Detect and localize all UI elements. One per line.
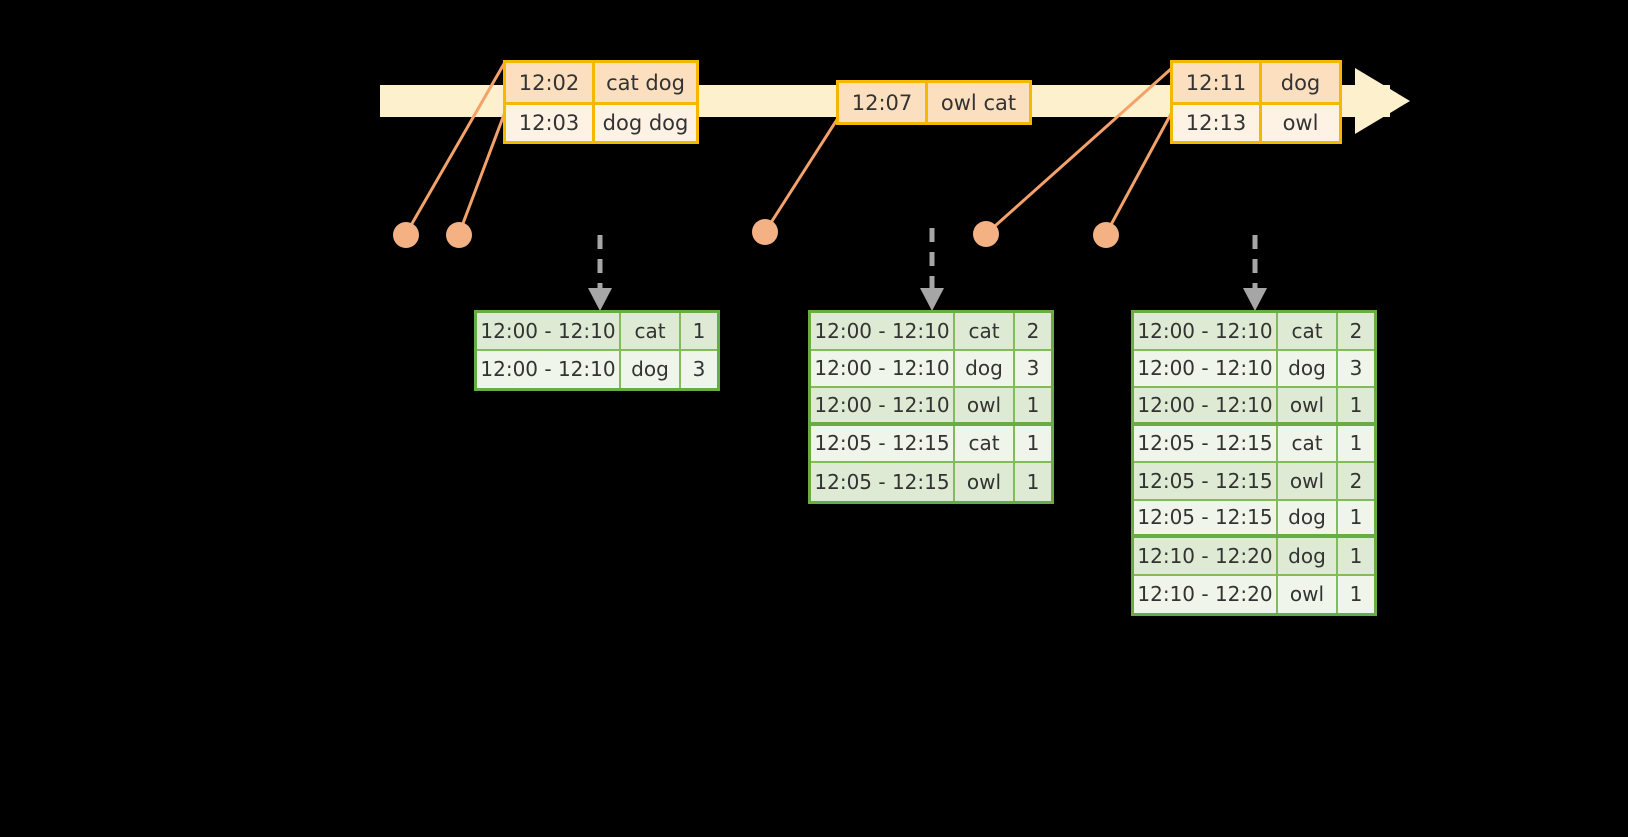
- count-cell: 1: [1338, 388, 1374, 422]
- event-words: dog: [1259, 63, 1339, 102]
- word-cell: dog: [1278, 350, 1338, 386]
- word-cell: dog: [955, 350, 1015, 386]
- word-cell: dog: [621, 350, 681, 388]
- event-group-3: 12:11 dog 12:13 owl: [1170, 60, 1342, 144]
- count-cell: 1: [1015, 388, 1051, 422]
- word-cell: dog: [1278, 538, 1338, 574]
- count-cell: 1: [1015, 425, 1051, 461]
- window-cell: 12:00 - 12:10: [811, 388, 955, 422]
- window-cell: 12:05 - 12:15: [811, 463, 955, 501]
- word-cell: cat: [1278, 313, 1338, 349]
- count-cell: 2: [1338, 313, 1374, 349]
- emit-arrowhead-1: [588, 288, 612, 311]
- count-cell: 3: [1015, 350, 1051, 386]
- table-row: 12:05 - 12:15 cat 1: [1134, 425, 1374, 463]
- window-cell: 12:00 - 12:10: [811, 313, 955, 349]
- event-words: owl: [1259, 105, 1339, 141]
- window-cell: 12:10 - 12:20: [1134, 575, 1278, 613]
- event-group-1: 12:02 cat dog 12:03 dog dog: [503, 60, 699, 144]
- event-dot-2: [446, 222, 472, 248]
- word-cell: owl: [955, 388, 1015, 422]
- event-time: 12:03: [506, 105, 592, 141]
- count-cell: 3: [681, 350, 717, 388]
- table-row: 12:00 - 12:10 owl 1: [1134, 388, 1374, 426]
- event-time: 12:13: [1173, 105, 1259, 141]
- table-row: 12:10 - 12:20 dog 1: [1134, 538, 1374, 576]
- emit-arrows: [597, 228, 1258, 288]
- table-row: 12:00 - 12:10 cat 2: [811, 313, 1051, 351]
- table-row: 12:05 - 12:15 owl 1: [811, 463, 1051, 501]
- window-cell: 12:05 - 12:15: [1134, 500, 1278, 534]
- window-cell: 12:00 - 12:10: [1134, 350, 1278, 386]
- event-row: 12:11 dog: [1173, 63, 1339, 102]
- word-cell: cat: [955, 425, 1015, 461]
- event-row: 12:07 owl cat: [839, 83, 1029, 122]
- event-row: 12:13 owl: [1173, 102, 1339, 141]
- table-row: 12:00 - 12:10 dog 3: [1134, 350, 1374, 388]
- word-cell: owl: [955, 463, 1015, 501]
- window-cell: 12:00 - 12:10: [811, 350, 955, 386]
- connector-1: [404, 61, 507, 235]
- timeline-arrowhead: [1355, 68, 1410, 134]
- window-cell: 12:00 - 12:10: [477, 350, 621, 388]
- count-cell: 1: [1338, 500, 1374, 534]
- event-dots: [393, 219, 1119, 248]
- table-row: 12:00 - 12:10 cat 1: [477, 313, 717, 351]
- result-table-3: 12:00 - 12:10 cat 2 12:00 - 12:10 dog 3 …: [1131, 310, 1377, 616]
- window-cell: 12:05 - 12:15: [811, 425, 955, 461]
- event-words: cat dog: [592, 63, 696, 102]
- emit-arrowhead-3: [1243, 288, 1267, 311]
- connector-3: [763, 117, 840, 233]
- table-row: 12:00 - 12:10 dog 3: [811, 350, 1051, 388]
- event-row: 12:03 dog dog: [506, 102, 696, 141]
- window-cell: 12:10 - 12:20: [1134, 538, 1278, 574]
- event-row: 12:02 cat dog: [506, 63, 696, 102]
- window-cell: 12:05 - 12:15: [1134, 463, 1278, 499]
- word-cell: owl: [1278, 463, 1338, 499]
- emit-arrowheads: [588, 288, 1267, 311]
- count-cell: 1: [1015, 463, 1051, 501]
- count-cell: 2: [1015, 313, 1051, 349]
- event-group-2: 12:07 owl cat: [836, 80, 1032, 125]
- event-time: 12:11: [1173, 63, 1259, 102]
- word-cell: cat: [1278, 425, 1338, 461]
- window-cell: 12:00 - 12:10: [1134, 388, 1278, 422]
- event-time: 12:02: [506, 63, 592, 102]
- table-row: 12:10 - 12:20 owl 1: [1134, 575, 1374, 613]
- result-table-1: 12:00 - 12:10 cat 1 12:00 - 12:10 dog 3: [474, 310, 720, 391]
- word-cell: owl: [1278, 575, 1338, 613]
- count-cell: 2: [1338, 463, 1374, 499]
- word-cell: cat: [955, 313, 1015, 349]
- event-dot-1: [393, 222, 419, 248]
- event-time: 12:07: [839, 83, 925, 122]
- connector-2: [457, 111, 507, 235]
- table-row: 12:05 - 12:15 owl 2: [1134, 463, 1374, 501]
- table-row: 12:05 - 12:15 dog 1: [1134, 500, 1374, 538]
- event-words: dog dog: [592, 105, 696, 141]
- event-dot-5: [1093, 222, 1119, 248]
- count-cell: 1: [681, 313, 717, 349]
- table-row: 12:00 - 12:10 owl 1: [811, 388, 1051, 426]
- table-row: 12:00 - 12:10 dog 3: [477, 350, 717, 388]
- event-dot-4: [973, 221, 999, 247]
- count-cell: 1: [1338, 538, 1374, 574]
- connector-5: [1104, 111, 1174, 235]
- count-cell: 1: [1338, 575, 1374, 613]
- table-row: 12:05 - 12:15 cat 1: [811, 425, 1051, 463]
- count-cell: 1: [1338, 425, 1374, 461]
- event-dot-3: [752, 219, 778, 245]
- window-cell: 12:00 - 12:10: [1134, 313, 1278, 349]
- count-cell: 3: [1338, 350, 1374, 386]
- word-cell: cat: [621, 313, 681, 349]
- event-words: owl cat: [925, 83, 1029, 122]
- emit-arrowhead-2: [920, 288, 944, 311]
- result-table-2: 12:00 - 12:10 cat 2 12:00 - 12:10 dog 3 …: [808, 310, 1054, 504]
- table-row: 12:00 - 12:10 cat 2: [1134, 313, 1374, 351]
- window-cell: 12:00 - 12:10: [477, 313, 621, 349]
- word-cell: owl: [1278, 388, 1338, 422]
- word-cell: dog: [1278, 500, 1338, 534]
- window-cell: 12:05 - 12:15: [1134, 425, 1278, 461]
